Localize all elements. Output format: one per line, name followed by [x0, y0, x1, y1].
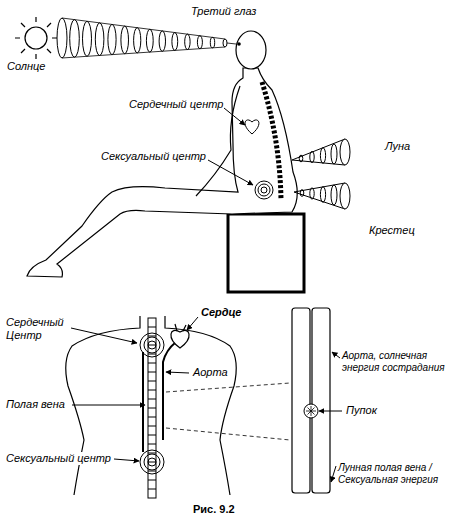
sun-beam [57, 18, 236, 58]
beam-coil [146, 29, 153, 52]
beam-coil [83, 21, 92, 56]
spiral-ring [144, 454, 160, 470]
spiral-ring [144, 337, 160, 353]
beam-coil [223, 39, 227, 47]
beam-coil [134, 28, 141, 53]
point-label: Аорта, солнечная энергия сострадания [341, 350, 451, 374]
point-label: Третий глаз [190, 5, 257, 18]
figure-head [236, 31, 266, 69]
point-label: Пупок [345, 404, 378, 417]
heart-symbol [171, 330, 189, 348]
stool-box [228, 214, 304, 292]
beam-coil [320, 187, 325, 203]
beam-coil [331, 144, 337, 164]
third-eye-dot [237, 42, 241, 46]
point-label: Аорта [192, 366, 229, 379]
leader-line [331, 466, 336, 482]
beam-coil [300, 190, 304, 197]
beam-coil [121, 26, 129, 54]
beam-coil [197, 36, 202, 49]
sun-rays [15, 17, 57, 59]
leader-line [208, 160, 253, 185]
spiral-ring [140, 333, 164, 357]
heart-center-spiral [140, 333, 164, 357]
spiral-ring [258, 184, 270, 196]
moon-beam [292, 139, 350, 165]
beam-cone [294, 183, 345, 209]
point-label: Полая вена [5, 398, 66, 411]
leader-line [224, 108, 245, 125]
spiral-ring [140, 450, 164, 474]
spiral-ring [255, 181, 273, 199]
spiral-ring [148, 341, 156, 349]
heart-vessels [175, 324, 186, 331]
figure-spine [262, 82, 281, 200]
sexual-center-spiral [255, 181, 273, 199]
point-label: Лунная полая вена /Сексуальная энергия [337, 462, 451, 486]
beam-coil [310, 188, 314, 199]
moon-beam [294, 183, 350, 209]
vena-tube [312, 308, 330, 493]
beam-coil [320, 148, 325, 164]
vertebrae [148, 327, 156, 489]
aorta-tube [292, 308, 310, 493]
beam-coil [331, 185, 337, 205]
point-label: Сексуальный центр [100, 150, 207, 163]
point-label: Сексуальный центр [5, 452, 112, 465]
figure-caption: Рис. 9.2 [192, 503, 236, 515]
spiral-ring [148, 458, 156, 466]
beam-coil [108, 24, 116, 54]
beam-coil [172, 33, 178, 51]
point-label: Луна [384, 140, 411, 153]
moon-disk [340, 183, 350, 209]
beam-coil [70, 20, 80, 58]
beam-coil [310, 151, 314, 162]
point-label: Сердечный центр [128, 98, 224, 111]
leader-line [187, 317, 198, 330]
navel-star [306, 406, 316, 416]
leader-line [319, 411, 342, 412]
navel-symbol [304, 404, 318, 418]
beam-coil [57, 18, 67, 58]
sun-disk [25, 27, 47, 49]
spiral-ring [261, 187, 267, 193]
point-label: Сердце [200, 306, 242, 319]
seated-figure [27, 68, 297, 277]
leader-line [114, 459, 139, 461]
leader-line [72, 405, 145, 406]
beam-coil [210, 37, 214, 47]
sexual-center-spiral [140, 450, 164, 474]
beam-coil [95, 23, 104, 56]
beam-cone [62, 18, 236, 58]
beam-coil [299, 155, 303, 162]
beam-cone [292, 139, 345, 165]
leader-line [332, 352, 340, 358]
beam-coil [185, 34, 190, 49]
dashed-link [166, 383, 290, 440]
heart-symbol [245, 120, 259, 134]
moon-disk [340, 139, 350, 165]
leader-line [166, 372, 189, 373]
aorta [163, 342, 176, 440]
leader-line [71, 328, 137, 343]
vena-cava [142, 352, 144, 452]
spine-column [148, 318, 156, 498]
point-label: Крестец [368, 224, 416, 237]
beam-coil [159, 31, 165, 51]
point-label: Сердечный Центр [5, 316, 71, 342]
point-label: Солнце [6, 60, 46, 73]
sun-symbol [15, 17, 57, 59]
